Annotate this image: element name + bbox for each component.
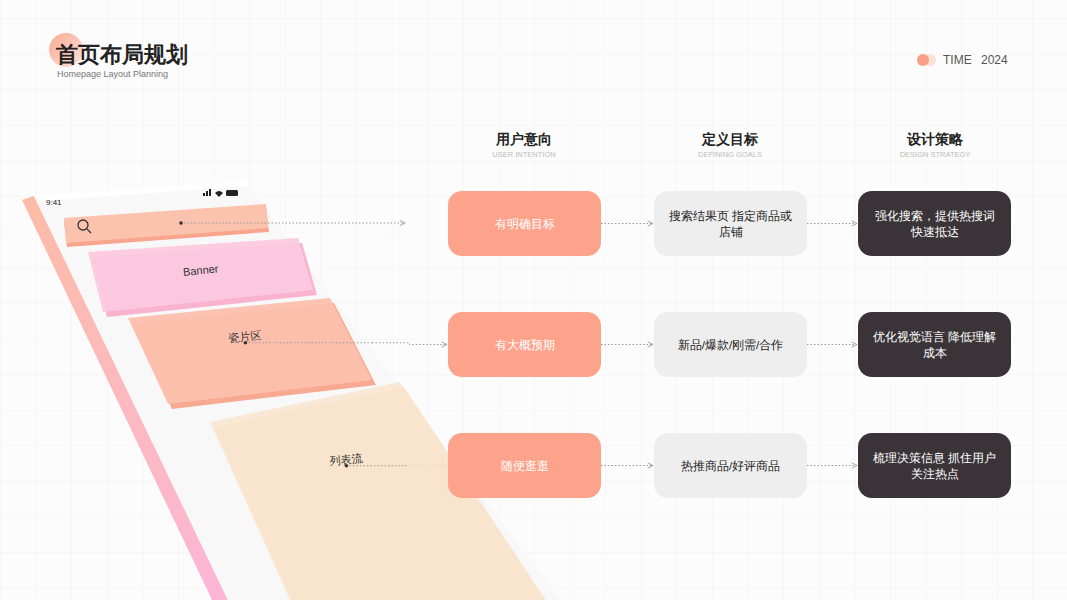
tile-card: 瓷片区 bbox=[128, 298, 372, 406]
flow-arrow bbox=[372, 343, 447, 345]
list-card: 列表流 bbox=[208, 382, 408, 600]
process-box: 新品/爆款/刚需/合作 bbox=[654, 312, 807, 377]
process-box: 随便逛逛 bbox=[448, 433, 601, 498]
process-box: 强化搜索，提供热搜词 快速抵达 bbox=[858, 191, 1011, 256]
banner-card: Banner bbox=[88, 238, 314, 314]
flow-arrow bbox=[601, 223, 653, 224]
card-shape bbox=[208, 382, 408, 600]
subtitle: Homepage Layout Planning bbox=[57, 69, 168, 79]
box-text: 热推商品/好评商品 bbox=[671, 458, 790, 474]
box-text: 梳理决策信息 抓住用户关注热点 bbox=[858, 450, 1011, 482]
column-subheading: DEFINING GOALS bbox=[698, 150, 762, 159]
box-text: 搜索结果页 指定商品或店铺 bbox=[654, 208, 807, 240]
year-label: 2024 bbox=[981, 53, 1008, 67]
process-box: 梳理决策信息 抓住用户关注热点 bbox=[858, 433, 1011, 498]
time-dot bbox=[917, 54, 929, 66]
page-title: 首页布局规划 bbox=[56, 40, 188, 70]
status-time: 9:41 bbox=[46, 198, 62, 207]
box-text: 有明确目标 bbox=[485, 216, 565, 232]
column-heading: 用户意向 bbox=[496, 131, 552, 149]
process-box: 优化视觉语言 降低理解成本 bbox=[858, 312, 1011, 377]
flow-arrow bbox=[807, 223, 857, 224]
box-text: 优化视觉语言 降低理解成本 bbox=[858, 329, 1011, 361]
box-text: 有大概预期 bbox=[485, 337, 565, 353]
box-text: 新品/爆款/刚需/合作 bbox=[668, 337, 794, 353]
card-shape bbox=[128, 298, 372, 406]
flow-arrow bbox=[807, 465, 857, 466]
process-box: 有大概预期 bbox=[448, 312, 601, 377]
column-subheading: DESIGN STRATEGY bbox=[900, 150, 971, 159]
process-box: 有明确目标 bbox=[448, 191, 601, 256]
column-subheading: USER INTENTION bbox=[492, 150, 555, 159]
time-label: TIME bbox=[943, 53, 972, 67]
flow-arrow bbox=[601, 465, 653, 466]
process-box: 热推商品/好评商品 bbox=[654, 433, 807, 498]
box-text: 随便逛逛 bbox=[491, 458, 559, 474]
box-text: 强化搜索，提供热搜词 快速抵达 bbox=[858, 208, 1011, 240]
flow-arrow bbox=[807, 344, 857, 345]
column-heading: 定义目标 bbox=[702, 131, 758, 149]
column-heading: 设计策略 bbox=[907, 131, 963, 149]
leader-line bbox=[248, 342, 372, 343]
process-box: 搜索结果页 指定商品或店铺 bbox=[654, 191, 807, 256]
flow-arrow bbox=[601, 344, 653, 345]
